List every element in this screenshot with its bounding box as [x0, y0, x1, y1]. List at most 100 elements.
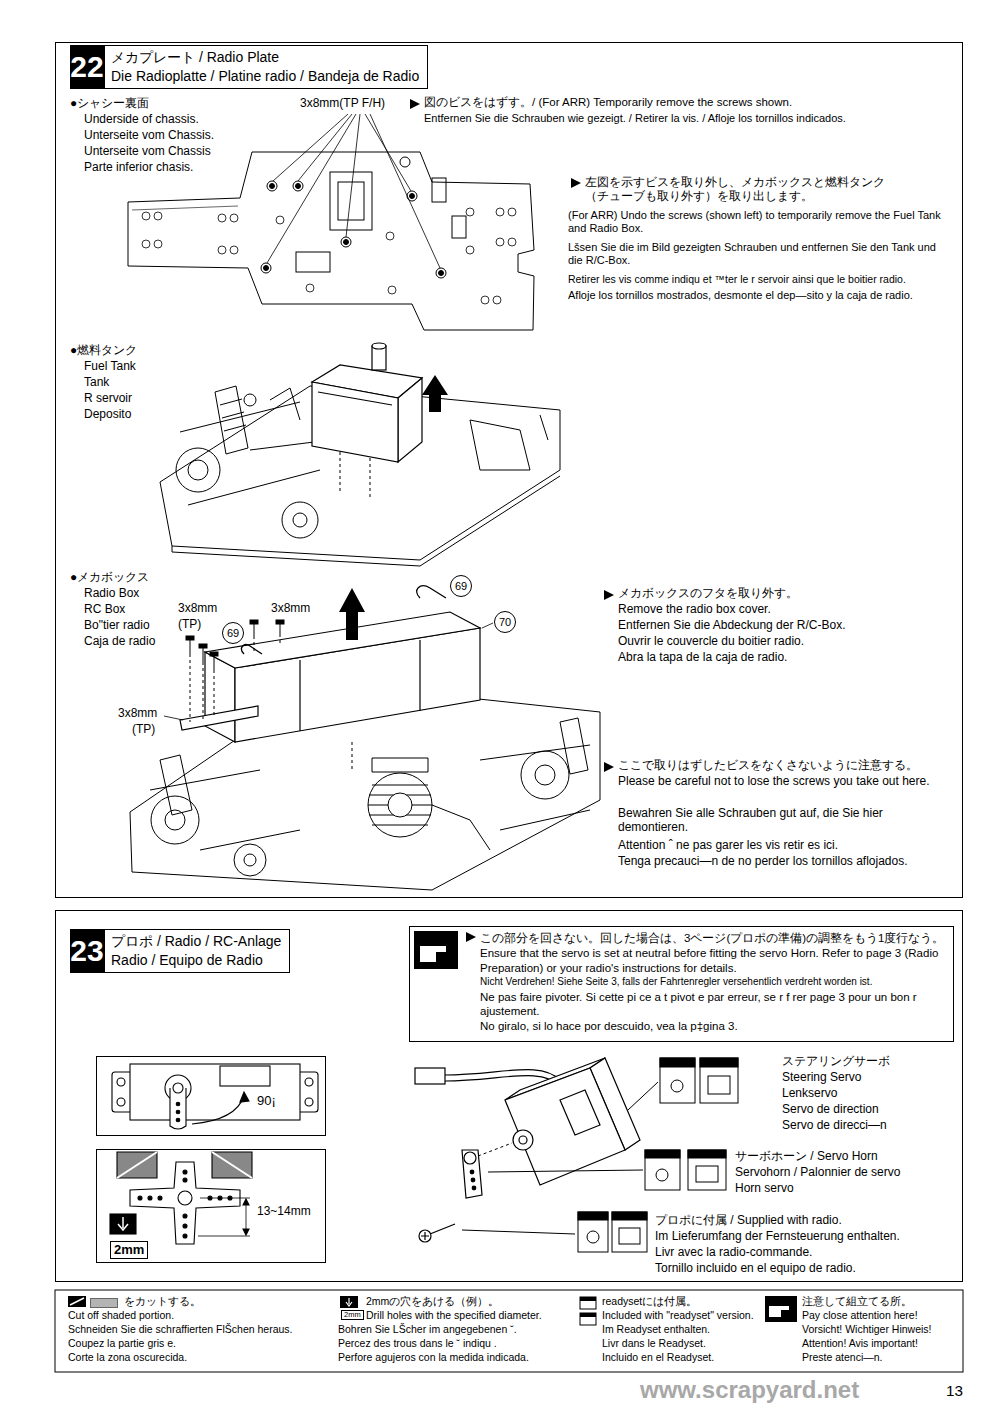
leader-line: [462, 1082, 658, 1234]
servo-top-view: [130, 1064, 300, 1120]
servo-top-view: [117, 1078, 125, 1086]
instruction-text: 3x8mm(TP F/H): [300, 96, 385, 110]
callout-number: 69: [222, 622, 244, 644]
chassis-car: [151, 796, 199, 844]
servo-horn-detail: [110, 1152, 252, 1244]
guide-line: [340, 452, 370, 498]
radio-icon: [700, 1058, 738, 1067]
legend-icon: [765, 1296, 797, 1322]
radio-icon: [645, 1150, 680, 1158]
screw: [296, 184, 301, 189]
screw: [341, 237, 351, 247]
fuel-tank: [398, 378, 422, 462]
servo-horn-detail: [198, 1198, 250, 1236]
instruction-text: Tornillo incluido en el equipo de radio.: [655, 1261, 856, 1275]
servo-horn-detail: [118, 1217, 128, 1230]
screw: [436, 268, 446, 278]
servo-top-view: [117, 1098, 125, 1106]
instruction-text: R servoir: [84, 391, 132, 405]
legend-frame: [55, 1290, 963, 1372]
servo-horn-detail: [148, 1196, 152, 1200]
servo-top-view: [176, 1102, 180, 1106]
pointer-triangle: [604, 762, 614, 772]
screw-hole: [154, 212, 162, 220]
guide-line: [478, 1143, 512, 1156]
chassis-plate: [400, 157, 410, 167]
servo-horn: [419, 1230, 431, 1242]
servo: [519, 1136, 527, 1144]
instruction-text: Drill holes with the specified diameter.: [366, 1309, 542, 1322]
legend-icon: [580, 1313, 596, 1317]
pointer-triangle: [604, 590, 614, 600]
instruction-text: プロポに付属 / Supplied with radio.: [655, 1213, 842, 1227]
step-title: メカプレート / Radio Plate: [111, 48, 419, 67]
step-number: 23: [70, 929, 104, 973]
servo-top-view: [170, 1088, 186, 1129]
chassis-plate: [452, 216, 466, 238]
chassis-car: [540, 415, 548, 440]
callout-number: 69: [450, 575, 472, 597]
watermark: www.scrapyard.net: [640, 1376, 859, 1405]
leader-line: [164, 623, 493, 720]
chassis-car: [234, 844, 266, 876]
radio-icon: [688, 1150, 726, 1158]
radio-icon: [671, 1080, 683, 1092]
instruction-text: ●メカボックス: [70, 570, 149, 584]
instruction-text: Horn servo: [735, 1181, 794, 1195]
servo-horn-detail: [110, 1214, 136, 1234]
instruction-text: Fuel Tank: [84, 359, 136, 373]
servo-horn-detail: [178, 1191, 192, 1205]
step-title-frame: プロポ / Radio / RC-AnlageRadio / Equipo de…: [104, 929, 290, 973]
screw: [199, 644, 207, 648]
legend-icon: [346, 1298, 352, 1306]
screw: [186, 636, 194, 640]
guide-line: [190, 634, 352, 770]
radio-icon: [645, 1150, 680, 1190]
screw-hole: [508, 208, 516, 216]
instruction-text: Retirer les vis comme indiqu et ™ter le …: [568, 273, 906, 286]
servo-horn-detail: [183, 1214, 187, 1218]
screw: [203, 648, 204, 662]
servo-top-view: [112, 1064, 318, 1129]
instruction-text: Underside of chassis.: [84, 112, 199, 126]
screw-hole: [466, 208, 474, 216]
legend-icon: [68, 1296, 86, 1307]
fuel-tank: [312, 343, 422, 462]
screw-hole: [142, 208, 516, 304]
instruction-text: Unterseite vom Chassis: [84, 144, 211, 158]
legend-text: 2mmの穴をあける（例）。: [366, 1295, 499, 1308]
page-number: 13: [946, 1382, 963, 1400]
chassis-car: [244, 854, 256, 866]
servo: [505, 1068, 625, 1185]
chassis-plate: [128, 152, 534, 330]
radio-icon: [708, 1076, 730, 1094]
chassis-plate: [432, 178, 446, 202]
caution-note: この部分を回さない。回した場合は、3ページ(プロポの準備)の調整をもう1度行なう…: [409, 926, 954, 1042]
instruction-text: Abra la tapa de la caja de radio.: [618, 650, 787, 664]
instruction-text: Ouvrir le couvercle du boitier radio.: [618, 634, 804, 648]
fuel-tank: [318, 392, 392, 405]
chassis-plate: [128, 152, 534, 330]
instruction-text: Attention! Avis important!: [802, 1337, 918, 1350]
screw: [439, 271, 444, 276]
instruction-text: Lenkservo: [782, 1086, 837, 1100]
chassis-car: [150, 770, 300, 850]
instruction-text: ●シャシー裏面: [70, 96, 149, 110]
leader-line: [164, 623, 493, 720]
servo-horn: [464, 1152, 476, 1164]
screw-hole: [388, 286, 396, 294]
servo-top-view: [240, 1092, 249, 1102]
note-text: この部分を回さない。回した場合は、3ページ(プロポの準備)の調整をもう1度行なう…: [480, 931, 945, 945]
instruction-text: RC Box: [84, 602, 125, 616]
radio-icon: [578, 1212, 608, 1252]
instruction-text: Attention ˆ ne pas garer les vis retir e…: [618, 838, 838, 852]
chassis-car: [470, 420, 530, 470]
instruction-text: Bo"tier radio: [84, 618, 150, 632]
screw: [276, 620, 284, 624]
screw: [270, 184, 275, 189]
radio-icon: [688, 1150, 726, 1190]
note-text: Ne pas faire pivoter. Si cette pi ce a t…: [480, 990, 945, 1019]
instruction-text: Bohren Sie LŠcher im angegebenen ˘.: [338, 1323, 517, 1336]
instruction-text: メカボックスのフタを取り外す。: [618, 586, 798, 600]
hand-icon: [414, 931, 458, 969]
